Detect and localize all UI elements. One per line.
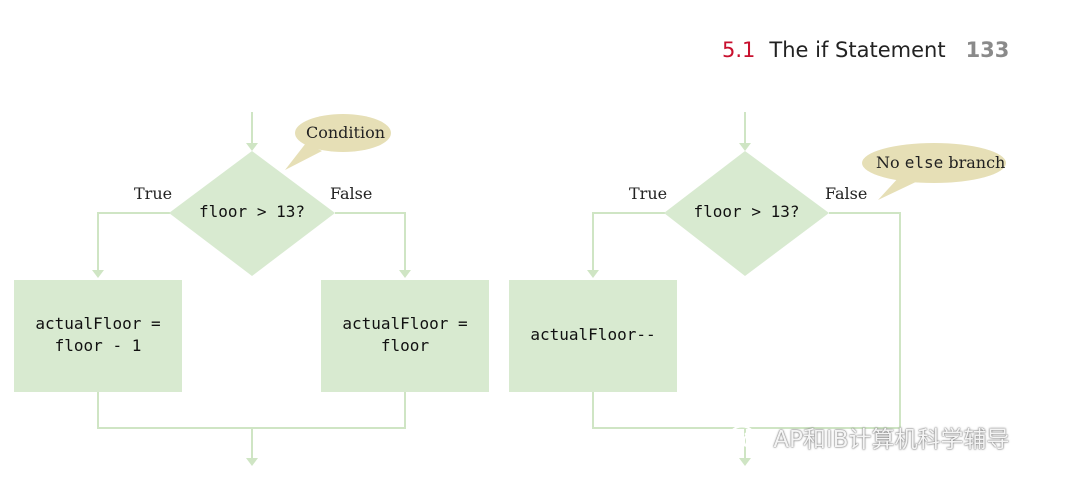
right-true-box-text: actualFloor-- — [530, 325, 656, 344]
section-title: The if Statement — [769, 38, 946, 62]
left-flowchart — [14, 112, 489, 466]
watermark: AP和IB计算机科学辅导 — [728, 420, 1009, 454]
left-true-box — [14, 280, 182, 392]
no-else-callout-keyword: else — [904, 153, 944, 172]
left-false-label: False — [330, 184, 373, 203]
left-false-box — [321, 280, 489, 392]
wechat-icon — [728, 425, 773, 453]
left-true-box-line-2: floor - 1 — [54, 336, 142, 355]
left-decision-diamond — [169, 151, 335, 276]
left-false-box-text: actualFloor = floor — [321, 313, 489, 357]
left-false-box-line-1: actualFloor = — [342, 314, 468, 333]
no-else-callout-prefix: No — [876, 153, 905, 172]
right-flowchart — [509, 112, 1006, 466]
left-false-box-line-2: floor — [380, 336, 430, 355]
no-else-callout-text: No else branch — [876, 153, 1005, 172]
right-true-box — [509, 280, 677, 392]
condition-callout-text: Condition — [306, 123, 386, 142]
page-header: 5.1 The if Statement 133 — [722, 38, 1009, 62]
right-false-label: False — [825, 184, 868, 203]
watermark-text: AP和IB计算机科学辅导 — [773, 427, 1010, 453]
right-true-label: True — [629, 184, 668, 203]
left-true-label: True — [134, 184, 173, 203]
left-decision-text: floor > 13? — [199, 202, 305, 221]
right-decision-diamond — [664, 151, 829, 276]
page-number: 133 — [965, 38, 1010, 62]
left-true-box-line-1: actualFloor = — [35, 314, 161, 333]
no-else-callout-suffix: branch — [943, 153, 1006, 172]
no-else-callout-bubble — [862, 143, 1006, 200]
condition-callout-bubble — [285, 114, 391, 170]
section-number: 5.1 — [722, 38, 756, 62]
right-decision-text: floor > 13? — [693, 202, 800, 221]
left-true-box-text: actualFloor = floor - 1 — [14, 313, 182, 357]
